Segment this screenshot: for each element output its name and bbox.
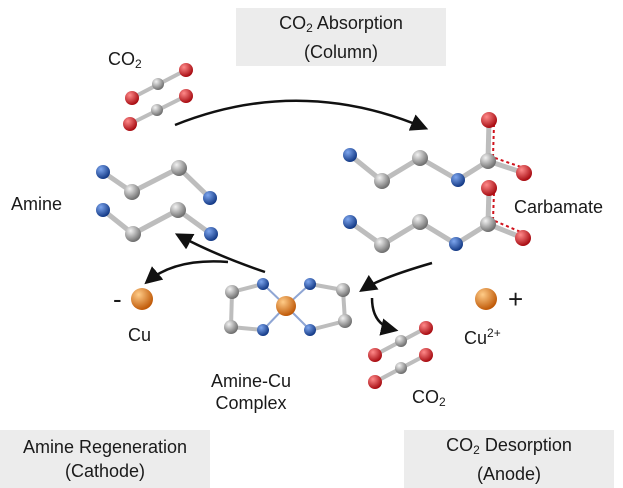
co2-molecule-bottom-1 <box>368 321 433 362</box>
co2-label-top: CO2 <box>108 49 142 71</box>
co2-molecules-top <box>123 63 193 131</box>
cu2-ion <box>475 288 497 310</box>
absorption-location: (Column) <box>303 41 378 62</box>
regeneration-title: Amine Regeneration <box>22 437 188 457</box>
carbamate-label: Carbamate <box>514 197 604 217</box>
co2-absorption-box: CO2 Absorption (Column) <box>236 8 446 66</box>
carbamate-molecule-lower <box>343 180 531 253</box>
desorption-location: (Anode) <box>476 463 542 484</box>
amine-cu-complex <box>224 278 352 336</box>
co2-molecule-bottom-2 <box>368 348 433 389</box>
plus-sign: + <box>508 284 524 314</box>
amine-label: Amine <box>11 194 63 214</box>
co2-label-bottom: CO2 <box>412 387 446 409</box>
regeneration-arrow <box>174 233 266 274</box>
complex-copper-atom <box>276 296 296 316</box>
co2-molecule-lower <box>123 89 193 131</box>
cu2-label: Cu2+ <box>464 326 501 348</box>
amine-molecule-lower <box>96 202 218 242</box>
carbamate-molecules <box>343 112 532 253</box>
carbamate-molecule-upper <box>343 112 532 189</box>
co2-molecules-bottom <box>368 321 433 389</box>
cu-label: Cu <box>128 325 152 345</box>
amine-cu-complex-label: Amine-Cu Complex <box>210 371 292 413</box>
minus-sign: - <box>113 284 122 314</box>
amine-regeneration-box: Amine Regeneration (Cathode) <box>0 430 210 488</box>
co2-molecule-upper <box>125 63 193 105</box>
absorption-title: CO2 Absorption <box>279 12 403 35</box>
cycle-arrows <box>144 99 433 336</box>
amine-molecule-upper <box>96 160 217 205</box>
amine-molecules <box>96 160 218 242</box>
co2-desorption-box: CO2 Desorption (Anode) <box>404 430 614 488</box>
desorption-arrow <box>359 261 433 292</box>
cu-deposition-arrow <box>144 260 229 285</box>
desorption-title: CO2 Desorption <box>446 434 572 457</box>
co2-release-arrow <box>370 297 399 336</box>
cu-atom <box>131 288 153 310</box>
regeneration-location: (Cathode) <box>64 461 146 481</box>
absorption-arrow <box>174 99 429 131</box>
